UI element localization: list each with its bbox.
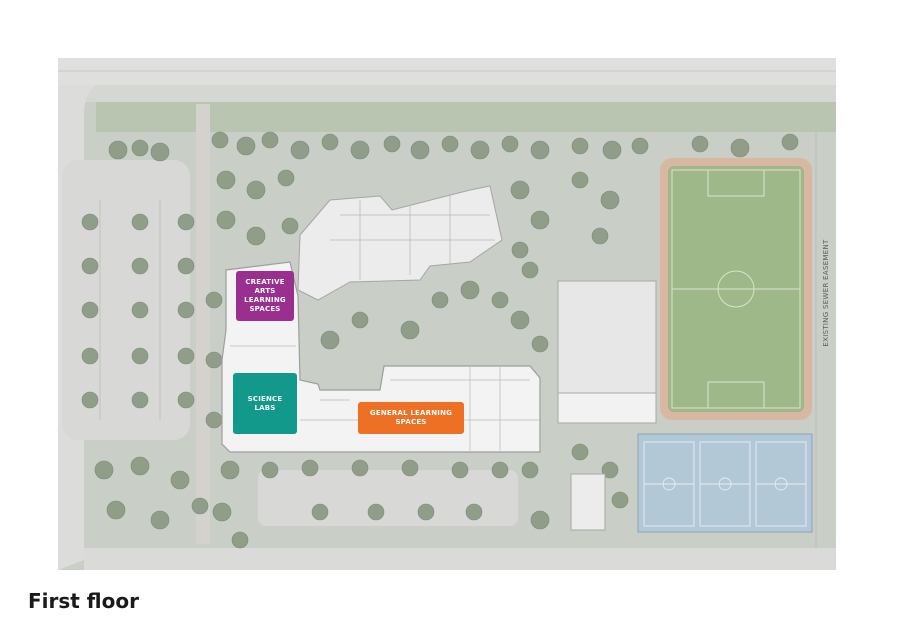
floor-caption: First floor bbox=[28, 589, 139, 613]
creative-arts-zone-label: CREATIVE ARTS LEARNING SPACES bbox=[236, 271, 294, 321]
building-lines bbox=[330, 195, 495, 280]
gym-annex bbox=[557, 392, 657, 424]
walkway bbox=[196, 104, 210, 544]
sewer-easement-label: EXISTING SEWER EASEMENT bbox=[822, 239, 830, 347]
parking-stalls bbox=[99, 200, 161, 420]
top-strip bbox=[96, 102, 836, 132]
trees bbox=[81, 131, 799, 549]
bottom-road bbox=[84, 548, 836, 570]
general-learning-zone-label: GENERAL LEARNING SPACES bbox=[358, 402, 464, 434]
court-markings bbox=[643, 441, 807, 527]
science-labs-zone-label: SCIENCE LABS bbox=[233, 373, 297, 434]
existing-building bbox=[297, 185, 503, 301]
gym-building bbox=[557, 280, 657, 394]
sidewalk bbox=[58, 85, 836, 102]
field-markings bbox=[671, 169, 801, 409]
parking-lot bbox=[62, 160, 190, 440]
sports-courts bbox=[637, 433, 813, 533]
small-building bbox=[570, 473, 606, 531]
